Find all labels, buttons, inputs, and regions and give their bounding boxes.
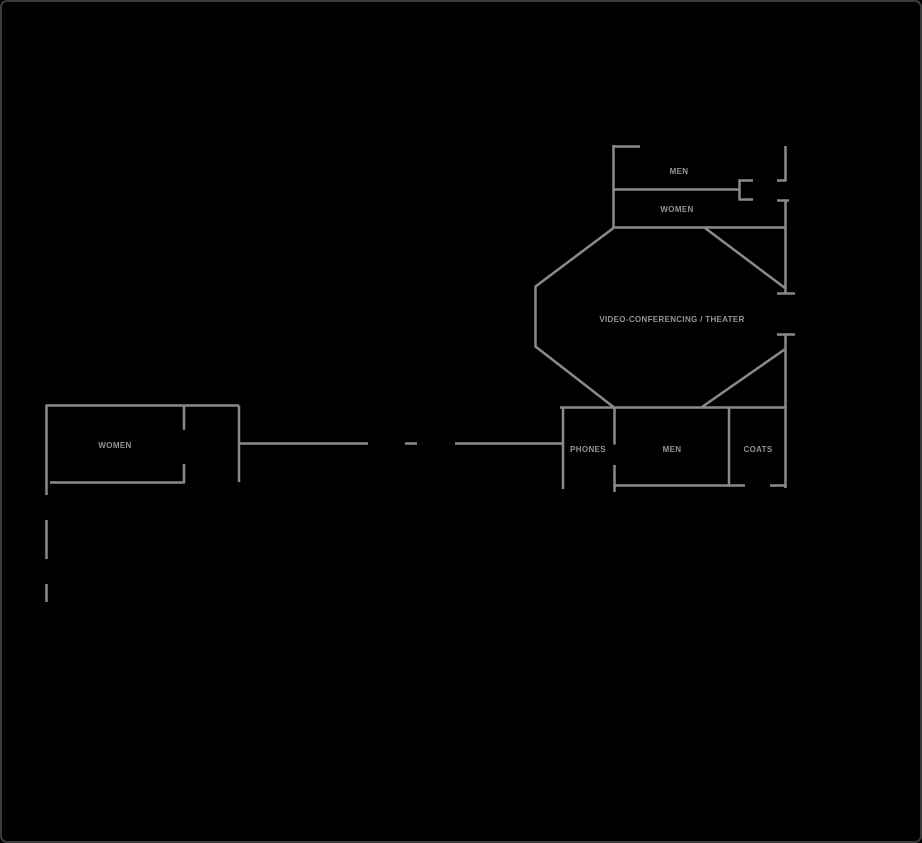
wall-octagon-lower-left-diagonal <box>534 345 615 408</box>
room-label-men-bottom: MEN <box>662 444 682 454</box>
wall-octagon-upper-left-diagonal <box>534 227 615 288</box>
room-label-men-top: MEN <box>669 166 689 176</box>
wall-octagon-upper-right-diagonal <box>704 227 786 289</box>
room-label-women-left: WOMEN <box>98 440 132 450</box>
door-frame-restroom <box>738 179 753 201</box>
room-label-video-conferencing: VIDEO-CONFERENCING / THEATER <box>599 313 745 324</box>
room-label-phones: PHONES <box>569 444 606 454</box>
wall-octagon-lower-right-diagonal <box>701 348 786 409</box>
room-label-women-top: WOMEN <box>660 203 694 214</box>
room-label-coats: COATS <box>743 444 773 454</box>
